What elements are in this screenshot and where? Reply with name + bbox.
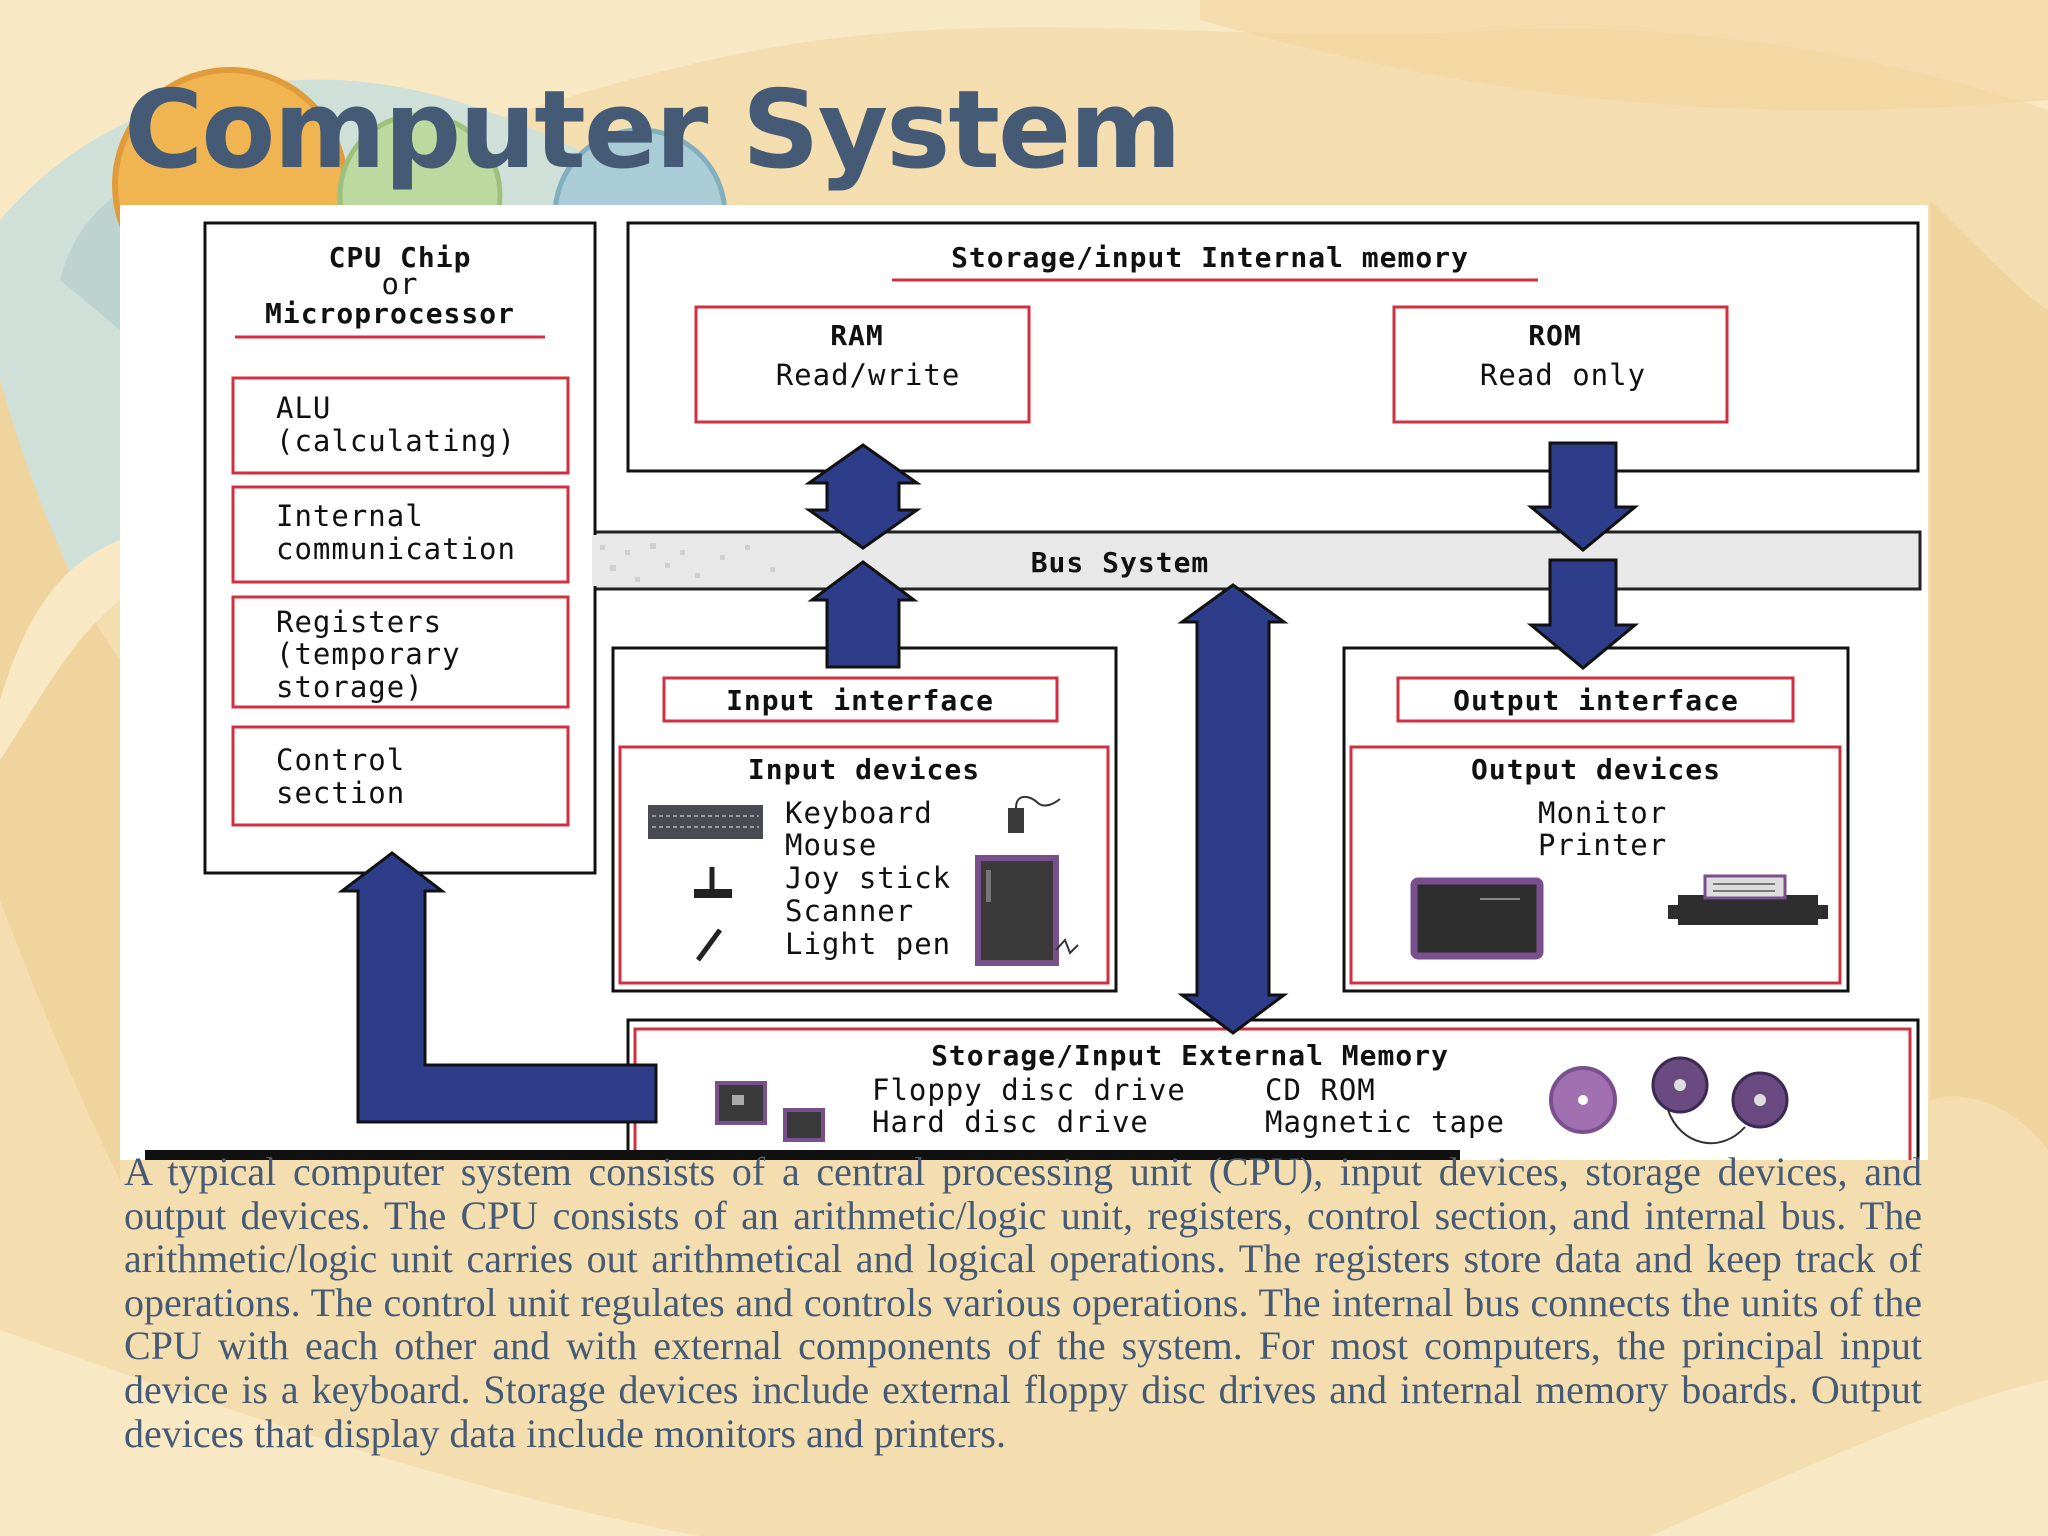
rom-title: ROM bbox=[1528, 319, 1582, 352]
computer-system-diagram: Bus System CPU Chip or Microprocessor AL… bbox=[120, 205, 1928, 1160]
cpu-chip-box: CPU Chip or Microprocessor ALU (calculat… bbox=[203, 221, 597, 875]
alu-box bbox=[231, 376, 570, 475]
output-interface-label-box bbox=[1396, 676, 1795, 723]
input-device-lightpen: Light pen bbox=[785, 927, 951, 961]
output-device-monitor: Monitor bbox=[1538, 796, 1667, 830]
rom-desc: Read only bbox=[1480, 358, 1646, 392]
output-interface-label: Output interface bbox=[1453, 684, 1739, 717]
control-label-line1: Control bbox=[276, 743, 405, 777]
monitor-icon bbox=[1410, 877, 1544, 960]
arrow-external-to-cpu bbox=[337, 851, 658, 1124]
input-device-mouse: Mouse bbox=[785, 828, 877, 862]
input-device-joystick: Joy stick bbox=[785, 861, 951, 895]
input-interface-label-box bbox=[662, 676, 1059, 723]
bus-system: Bus System bbox=[575, 530, 1922, 591]
internal-communication-box bbox=[231, 485, 570, 584]
registers-label-line2: (temporary bbox=[276, 637, 461, 671]
bus-label: Bus System bbox=[1031, 546, 1210, 579]
external-item-cdrom: CD ROM bbox=[1265, 1073, 1376, 1107]
diagram-bottom-bar bbox=[145, 1150, 1460, 1160]
internal-label-line2: communication bbox=[276, 532, 516, 566]
arrows bbox=[337, 441, 1640, 1124]
scanner-icon bbox=[975, 855, 1079, 966]
magnetic-tape-icon bbox=[1651, 1056, 1789, 1145]
input-device-scanner: Scanner bbox=[785, 894, 914, 928]
control-label-line2: section bbox=[276, 776, 405, 810]
keyboard-icon bbox=[648, 805, 763, 839]
printer-icon bbox=[1668, 874, 1828, 925]
ram-title: RAM bbox=[830, 319, 884, 352]
arrow-bus-external-bidirectional bbox=[1177, 583, 1289, 1035]
cpu-title-line3: Microprocessor bbox=[265, 297, 515, 330]
cd-rom-icon bbox=[1549, 1066, 1617, 1134]
arrow-bus-to-output bbox=[1526, 558, 1640, 670]
light-pen-icon bbox=[695, 928, 723, 962]
external-memory-box: Storage/Input External Memory Floppy dis… bbox=[626, 1018, 1920, 1160]
slide-body-text: A typical computer system consists of a … bbox=[124, 1149, 1922, 1456]
output-device-printer: Printer bbox=[1538, 828, 1667, 862]
external-item-floppy: Floppy disc drive bbox=[872, 1073, 1186, 1107]
cpu-title-line1: CPU Chip bbox=[329, 241, 472, 274]
registers-label-line1: Registers bbox=[276, 605, 442, 639]
input-interface-box: Input interface Input devices Keyboard M… bbox=[611, 646, 1118, 993]
arrow-rom-to-bus bbox=[1526, 441, 1640, 552]
input-device-keyboard: Keyboard bbox=[785, 796, 933, 830]
hard-disc-icon bbox=[783, 1108, 825, 1142]
mouse-icon bbox=[1008, 795, 1061, 833]
internal-memory-title: Storage/input Internal memory bbox=[951, 241, 1469, 274]
cpu-title-line2: or bbox=[382, 267, 419, 301]
internal-label-line1: Internal bbox=[276, 499, 424, 533]
external-item-harddisc: Hard disc drive bbox=[872, 1105, 1149, 1139]
arrow-ram-bus-bidirectional bbox=[804, 443, 922, 550]
internal-memory-box: Storage/input Internal memory RAM Read/w… bbox=[626, 221, 1920, 473]
slide-title: Computer System bbox=[124, 68, 1182, 193]
alu-label-line2: (calculating) bbox=[276, 424, 516, 458]
bus-band bbox=[588, 530, 1922, 591]
input-interface-label: Input interface bbox=[726, 684, 994, 717]
external-item-tape: Magnetic tape bbox=[1265, 1105, 1505, 1139]
registers-box bbox=[231, 595, 570, 709]
rom-box bbox=[1392, 305, 1729, 424]
joystick-icon bbox=[694, 867, 732, 898]
control-section-box bbox=[231, 725, 570, 827]
bus-cpu-junction bbox=[592, 535, 600, 586]
alu-label-line1: ALU bbox=[276, 391, 331, 425]
external-memory-title: Storage/Input External Memory bbox=[931, 1039, 1449, 1072]
input-devices-title: Input devices bbox=[748, 753, 980, 786]
registers-label-line3: storage) bbox=[276, 670, 424, 704]
arrow-input-to-bus bbox=[807, 560, 919, 669]
ram-box bbox=[694, 305, 1031, 424]
output-interface-box: Output interface Output devices Monitor … bbox=[1342, 646, 1850, 993]
output-devices-title: Output devices bbox=[1471, 753, 1721, 786]
floppy-drive-icon bbox=[715, 1081, 767, 1125]
ram-desc: Read/write bbox=[776, 358, 961, 392]
